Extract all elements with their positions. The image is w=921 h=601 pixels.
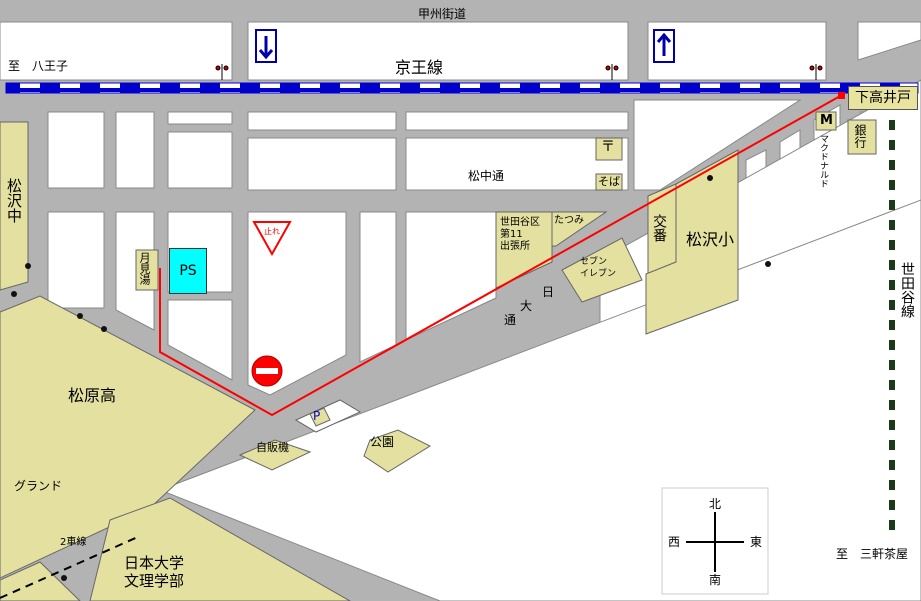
matsuzawa-chu-label: 松沢中 <box>5 178 23 223</box>
daishi-dori-char-3: 通 <box>504 313 517 327</box>
oneway-north-sign <box>653 29 675 63</box>
route-line <box>159 94 843 417</box>
two-lane-label: 2車線 <box>60 537 87 548</box>
koshu-kaido-label: 甲州街道 <box>418 7 467 21</box>
oneway-south-sign <box>255 29 277 63</box>
matsuzawa-sho-label: 松沢小 <box>686 230 735 249</box>
ward-office-label-1: 世田谷区 <box>500 217 540 228</box>
ward-office-label-3: 出張所 <box>500 241 530 252</box>
nihon-univ-label: 日本大学 <box>124 554 185 572</box>
to-hachioji-label: 至 八王子 <box>8 59 69 73</box>
compass-west: 西 <box>668 535 681 549</box>
crossing-signal-2 <box>605 64 619 80</box>
crossing-signal-3 <box>809 64 823 80</box>
jihanki-label: 自販機 <box>256 441 289 454</box>
post-office-icon: 〒 <box>601 139 615 155</box>
bank-label: 銀行 <box>853 124 867 148</box>
blocks-north <box>0 21 921 81</box>
to-sangenjaya-label: 至 三軒茶屋 <box>836 547 909 561</box>
ground-label: グランド <box>14 479 63 493</box>
koban-label: 交番 <box>651 214 667 242</box>
keio-line-track <box>5 82 919 94</box>
route-end-marker <box>838 92 845 99</box>
daishi-dori-char-1: 大 <box>520 299 533 313</box>
parking-label: P <box>313 409 321 423</box>
seven-label-2: イレブン <box>580 269 617 279</box>
compass-east: 東 <box>750 535 763 549</box>
stop-sign-icon <box>252 221 292 257</box>
stop-sign-label: 止れ <box>264 227 280 236</box>
mcdonalds-label: マクドナルド <box>818 134 828 188</box>
matsubara-ko-label: 松原高 <box>68 386 117 405</box>
compass-south: 南 <box>709 573 722 587</box>
matsunaka-dori-label: 松中通 <box>468 169 505 183</box>
soba-label: そば <box>598 175 620 188</box>
daishi-dori-char-2: 日 <box>542 285 555 299</box>
keio-line-label: 京王線 <box>395 58 444 77</box>
ps-marker: PS <box>169 248 207 294</box>
compass-north: 北 <box>709 497 722 511</box>
bunri-label: 文理学部 <box>124 572 185 590</box>
tatsumi-label: たつみ <box>554 215 584 226</box>
seven-label-1: セブン <box>580 257 608 267</box>
mcd-mark: M <box>820 113 833 128</box>
ward-office-label-2: 第11 <box>500 229 523 240</box>
park-label: 公園 <box>370 435 395 449</box>
tree-dots <box>11 175 771 581</box>
setagaya-line-label: 世田谷線 <box>899 262 915 318</box>
two-lane-dash <box>0 535 141 599</box>
land-areas <box>0 111 877 601</box>
crossing-signal-1 <box>215 64 229 80</box>
no-entry-icon <box>251 355 283 387</box>
station-shimotakaido: 下高井戸 <box>848 86 918 110</box>
parking-marker <box>309 407 331 427</box>
tsukimiyu-label: 月見湯 <box>138 252 151 285</box>
